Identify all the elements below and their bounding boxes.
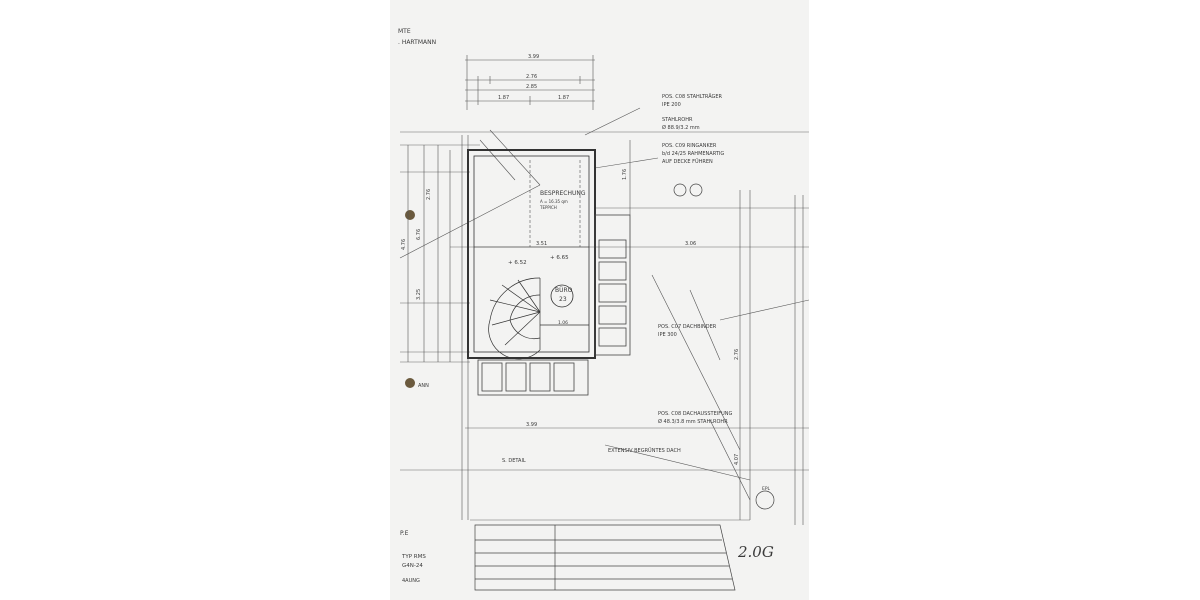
dimension-label: 6.76 xyxy=(416,229,422,240)
annotation-text: EXTENSIV BEGRÜNTES DACH xyxy=(608,447,681,454)
drain-symbol xyxy=(755,490,775,510)
footer-text: 4AUNG xyxy=(402,578,420,584)
reference-lines xyxy=(400,131,809,521)
annotation-text: POS. C08 DACHAUSSTEIFUNG xyxy=(658,411,732,417)
dimension-lines-top xyxy=(465,55,595,110)
handwritten-sheet-number: 2.0G xyxy=(737,543,774,561)
column-symbol xyxy=(689,183,703,197)
footer-text: P.E xyxy=(400,530,409,537)
dimension-label: 2.85 xyxy=(526,84,537,90)
annotation-text: POS. C07 DACHBINDER xyxy=(658,324,717,330)
dimension-label: 2.76 xyxy=(734,349,740,360)
annotation-text: IPE 300 xyxy=(658,332,677,338)
dimension-label: 4.07 xyxy=(734,454,740,465)
annotation-text: POS. C09 RINGANKER xyxy=(662,143,717,149)
room-number: 23 xyxy=(559,296,567,303)
dimension-lines-left xyxy=(407,135,469,520)
room-floor: TEPPICH xyxy=(539,205,557,210)
room-walls xyxy=(467,149,596,359)
dimension-label: 1.87 xyxy=(498,95,509,101)
dimension-label: 3.06 xyxy=(685,241,696,247)
footer-text: TYP RMS xyxy=(401,554,426,560)
side-label: ANN xyxy=(418,383,429,389)
leader-lines xyxy=(399,107,809,501)
annotation-text: Ø 48.3/3.8 mm STAHLROHR xyxy=(658,418,728,425)
dimension-label: 3.99 xyxy=(526,422,537,428)
right-dimension-lines xyxy=(629,140,804,525)
dimension-label: 3.51 xyxy=(536,241,547,247)
dimension-label: 1.76 xyxy=(622,169,628,180)
title-text: . HARTMANN xyxy=(398,39,436,46)
room-name: BESPRECHUNG xyxy=(540,190,586,197)
title-text: MTE xyxy=(398,28,411,35)
floor-plan-drawing: MTE . HARTMANN 3.99 2.76 2.85 1.87 1.87 xyxy=(398,28,809,591)
annotation-text: POS. C08 STAHLTRÄGER xyxy=(662,93,723,100)
annotation-text: b/d 24/25 RAHMENARTIG xyxy=(662,151,724,157)
level-marker: + 6.52 xyxy=(508,260,527,266)
level-marker: + 6.65 xyxy=(550,255,569,261)
room-label-circle xyxy=(550,284,574,308)
dimension-label: 3.25 xyxy=(416,289,422,300)
spiral-staircase xyxy=(488,277,589,360)
punch-hole xyxy=(405,210,415,220)
footer-text: G4N-24 xyxy=(402,563,423,569)
dimension-label: 2.76 xyxy=(426,189,432,200)
column-symbol xyxy=(673,183,687,197)
room-label: BÜRO xyxy=(555,287,573,294)
punch-hole xyxy=(405,378,415,388)
skylight-panels xyxy=(594,214,631,356)
annotation-text: IPE 200 xyxy=(662,102,681,108)
dimension-label: 1.87 xyxy=(558,95,569,101)
dimension-label: 1.06 xyxy=(558,320,568,326)
detail-reference: S. DETAIL xyxy=(502,458,526,464)
annotation-text: EPL xyxy=(762,486,771,492)
annotation-text: Ø 88.9/3.2 mm xyxy=(662,124,700,131)
exterior-stair-hatch xyxy=(474,524,736,591)
room-area: A = 16.35 qm xyxy=(540,199,568,204)
dimension-label: 4.76 xyxy=(401,239,407,250)
annotation-text: STAHLROHR xyxy=(662,117,693,123)
annotation-text: AUF DECKE FÜHREN xyxy=(662,158,713,165)
bottom-panels xyxy=(477,359,589,396)
drawing-sheet: MTE . HARTMANN 3.99 2.76 2.85 1.87 1.87 xyxy=(390,0,809,600)
dimension-label: 2.76 xyxy=(526,74,537,80)
dimension-label: 3.99 xyxy=(528,54,539,60)
